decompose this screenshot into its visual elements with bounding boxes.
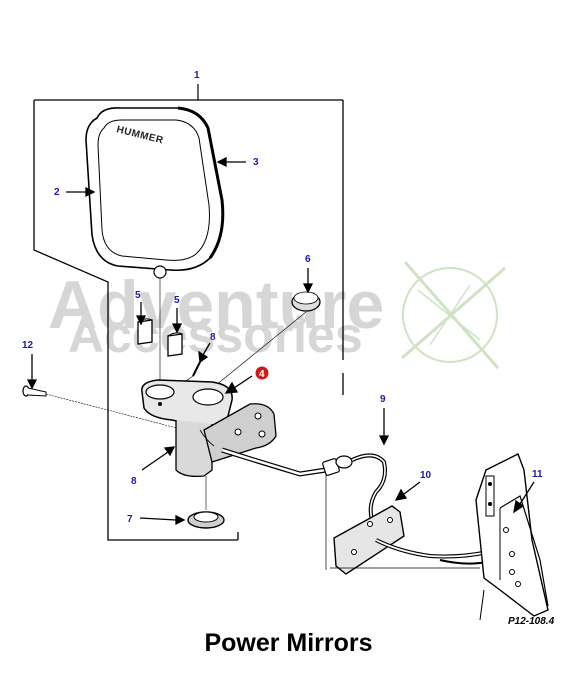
mirror-head: HUMMER [85, 106, 225, 384]
callout-12: 12 [22, 340, 34, 351]
bushing-right [167, 332, 183, 357]
callout-5a: 5 [135, 290, 141, 301]
callout-4-highlight: 4 [255, 366, 269, 380]
callout-7: 7 [127, 514, 133, 525]
mirror-arm-housing [141, 379, 277, 478]
cap-plug [209, 291, 321, 391]
callout-11: 11 [532, 469, 543, 480]
callout-4: 4 [259, 369, 265, 380]
callout-1: 1 [194, 70, 200, 81]
ball-stud [153, 265, 167, 279]
callouts: 1 2 3 5 5 6 8 12 4 8 7 9 10 11 [22, 70, 543, 525]
callout-2: 2 [54, 187, 60, 198]
wiring-harness [221, 447, 387, 541]
watermark-line2: Accessories [68, 307, 363, 363]
callout-10: 10 [420, 470, 432, 481]
leader-lines [26, 156, 535, 526]
watermark-compass-icon [401, 261, 506, 369]
callout-8b: 8 [131, 476, 137, 487]
page-title: Power Mirrors [204, 629, 373, 657]
callout-9: 9 [380, 394, 386, 405]
callout-5b: 5 [174, 295, 180, 306]
door-panel [475, 453, 549, 621]
grommet [187, 476, 225, 529]
callout-8a: 8 [210, 332, 216, 343]
watermark: Adventure Accessories [48, 261, 506, 369]
callout-3: 3 [253, 157, 259, 168]
door-bezel-plate [333, 505, 489, 575]
mounting-screw [22, 385, 193, 433]
assembly-bracket [33, 100, 344, 541]
callout-6: 6 [305, 254, 311, 265]
reference-code: P12-108.4 [508, 616, 555, 627]
bushing-left [137, 318, 153, 345]
